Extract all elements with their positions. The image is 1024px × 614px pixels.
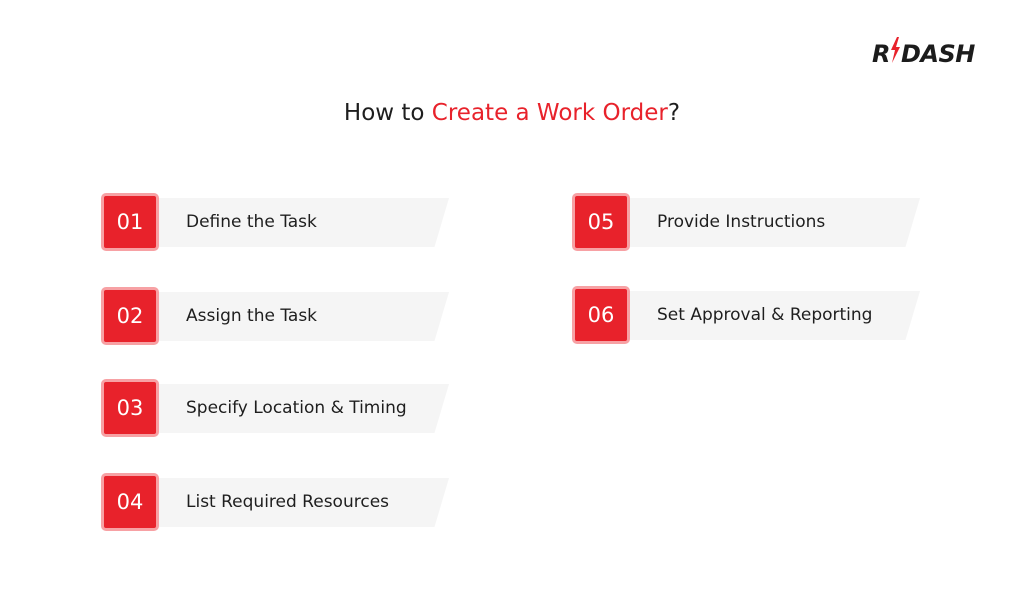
step-item: 02 Assign the Task — [101, 287, 451, 347]
step-item: 04 List Required Resources — [101, 473, 451, 533]
step-band — [159, 292, 449, 341]
step-label: Provide Instructions — [657, 212, 826, 232]
step-item: 05 Provide Instructions — [572, 193, 922, 253]
step-band — [159, 198, 449, 247]
lightning-bolt-icon — [890, 37, 900, 63]
title-prefix: How to — [343, 100, 432, 126]
title-suffix: ? — [667, 100, 681, 126]
step-label: List Required Resources — [186, 492, 390, 512]
step-number-badge: 01 — [101, 193, 159, 251]
step-number-badge: 02 — [101, 287, 159, 345]
step-label: Assign the Task — [186, 306, 318, 326]
step-band — [159, 384, 449, 433]
logo-text-r: R — [872, 40, 890, 68]
step-number-badge: 04 — [101, 473, 159, 531]
step-number-badge: 05 — [572, 193, 630, 251]
step-band — [630, 291, 920, 340]
rdash-logo: R DASH — [872, 37, 975, 70]
step-item: 01 Define the Task — [101, 193, 451, 253]
step-number-badge: 03 — [101, 379, 159, 437]
step-number-badge: 06 — [572, 286, 630, 344]
step-label: Specify Location & Timing — [186, 398, 407, 418]
step-band — [630, 198, 920, 247]
step-label: Define the Task — [186, 212, 317, 232]
step-band — [159, 478, 449, 527]
step-item: 03 Specify Location & Timing — [101, 379, 451, 439]
logo-text-dash: DASH — [900, 40, 975, 68]
title-accent: Create a Work Order — [431, 100, 668, 126]
step-label: Set Approval & Reporting — [657, 305, 873, 325]
page-title: How to Create a Work Order? — [0, 100, 1024, 126]
step-item: 06 Set Approval & Reporting — [572, 286, 922, 346]
